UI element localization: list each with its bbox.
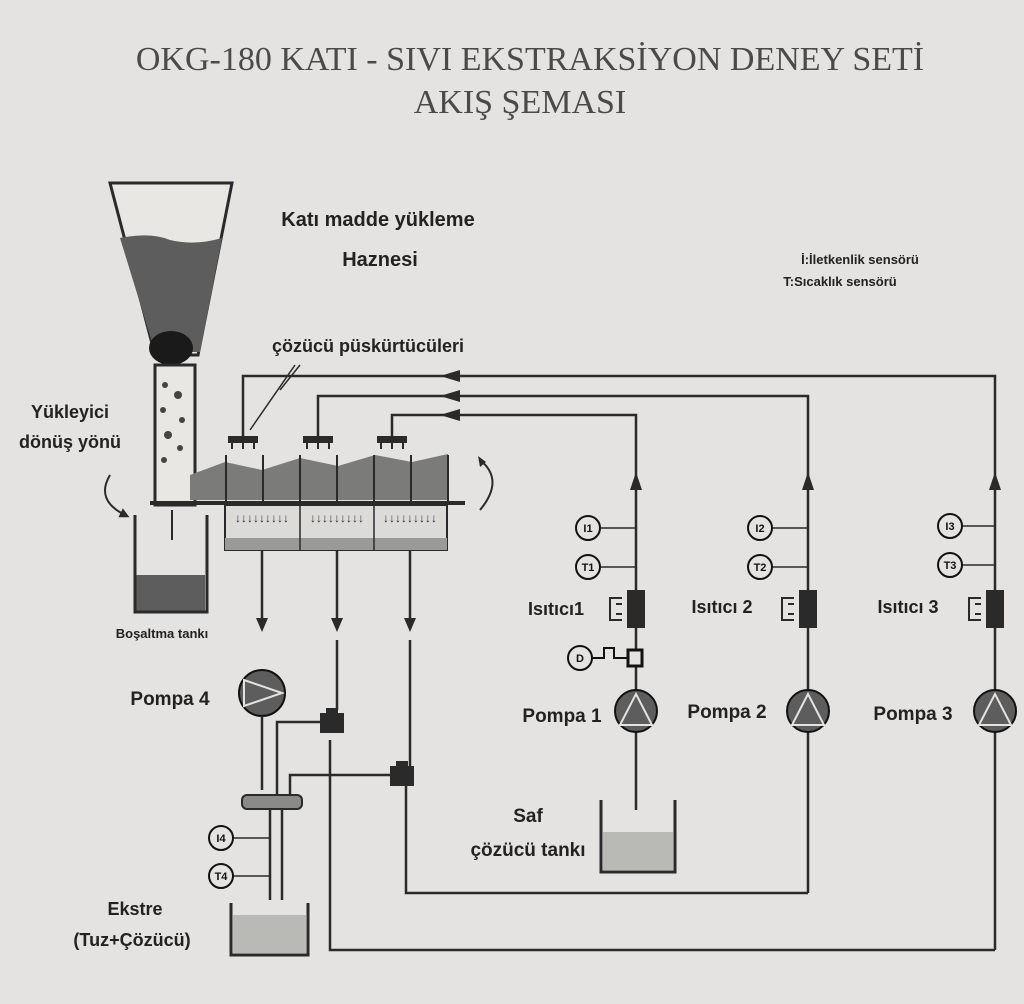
pump-2: [786, 689, 830, 733]
svg-text:I2: I2: [755, 523, 764, 535]
heater2-label: Isıtıcı 2: [691, 597, 752, 617]
svg-text:↓↓↓↓↓↓↓↓↓: ↓↓↓↓↓↓↓↓↓: [235, 511, 289, 525]
drain-tank-label: Boşaltma tankı: [116, 626, 208, 641]
svg-text:D: D: [576, 653, 584, 665]
feed-lines: [241, 374, 997, 490]
title-line-2: AKIŞ ŞEMASI: [414, 84, 627, 121]
extract-label-2: (Tuz+Çözücü): [73, 930, 190, 950]
rotation-label-2: dönüş yönü: [19, 432, 121, 452]
pump2-label: Pompa 2: [687, 702, 766, 723]
pure-solvent-tank: [599, 800, 677, 874]
pure-tank-label-2: çözücü tankı: [470, 840, 585, 861]
rotation-label-1: Yükleyici: [31, 402, 109, 422]
svg-text:I3: I3: [945, 521, 954, 533]
valve-1: [320, 708, 344, 733]
svg-text:T3: T3: [944, 560, 957, 572]
extraction-trough: ↓↓↓↓↓↓↓↓↓ ↓↓↓↓↓↓↓↓↓ ↓↓↓↓↓↓↓↓↓: [150, 454, 465, 551]
sensor-t3: T3: [937, 552, 963, 578]
hopper: [108, 181, 234, 507]
svg-text:T4: T4: [215, 871, 229, 883]
svg-text:T1: T1: [582, 562, 595, 574]
sensor-i2: I2: [747, 515, 773, 541]
drain-tank: [133, 510, 209, 614]
pump4-label: Pompa 4: [130, 689, 210, 710]
sensor-t1: T1: [575, 554, 601, 580]
hopper-label-1: Katı madde yükleme: [281, 209, 474, 231]
sensor-i1: I1: [575, 515, 601, 541]
heater-1: [609, 590, 645, 628]
pump-4: [238, 669, 286, 717]
pure-tank-label-1: Saf: [513, 806, 543, 827]
sensor-t4: T4: [208, 863, 234, 889]
sensor-t2: T2: [747, 554, 773, 580]
svg-text:T2: T2: [754, 562, 767, 574]
svg-text:I4: I4: [216, 833, 226, 845]
sensor-i3: I3: [937, 513, 963, 539]
extract-label-1: Ekstre: [107, 899, 162, 919]
hopper-label-2: Haznesi: [342, 249, 418, 271]
legend-temperature: T:Sıcaklık sensörü: [783, 274, 896, 289]
valve-2: [390, 761, 414, 786]
heater3-label: Isıtıcı 3: [877, 597, 938, 617]
rotation-arrow-left: [104, 474, 130, 518]
pump1-label: Pompa 1: [522, 706, 602, 727]
pump3-label: Pompa 3: [873, 704, 952, 725]
svg-text:↓↓↓↓↓↓↓↓↓: ↓↓↓↓↓↓↓↓↓: [310, 511, 364, 525]
svg-text:I1: I1: [583, 523, 592, 535]
heater-2: [781, 590, 817, 628]
pump-3: [973, 689, 1017, 733]
sensor-d: D: [567, 645, 644, 671]
sensor-i4: I4: [208, 825, 234, 851]
manifold: [241, 794, 303, 810]
pump-1: [614, 689, 658, 733]
extract-tank: [229, 903, 310, 957]
sprayers-label: çözücü püskürtücüleri: [272, 336, 464, 356]
svg-text:↓↓↓↓↓↓↓↓↓: ↓↓↓↓↓↓↓↓↓: [383, 511, 437, 525]
title-line-1: OKG-180 KATI - SIVI EKSTRAKSİYON DENEY S…: [136, 41, 924, 78]
heater-3: [968, 590, 1004, 628]
sprayer-nozzles: [228, 436, 407, 449]
heater1-label: Isıtıcı1: [528, 599, 584, 619]
legend-conductivity: İ:İletkenlik sensörü: [801, 252, 919, 267]
rotation-arrow-right: [479, 459, 494, 511]
